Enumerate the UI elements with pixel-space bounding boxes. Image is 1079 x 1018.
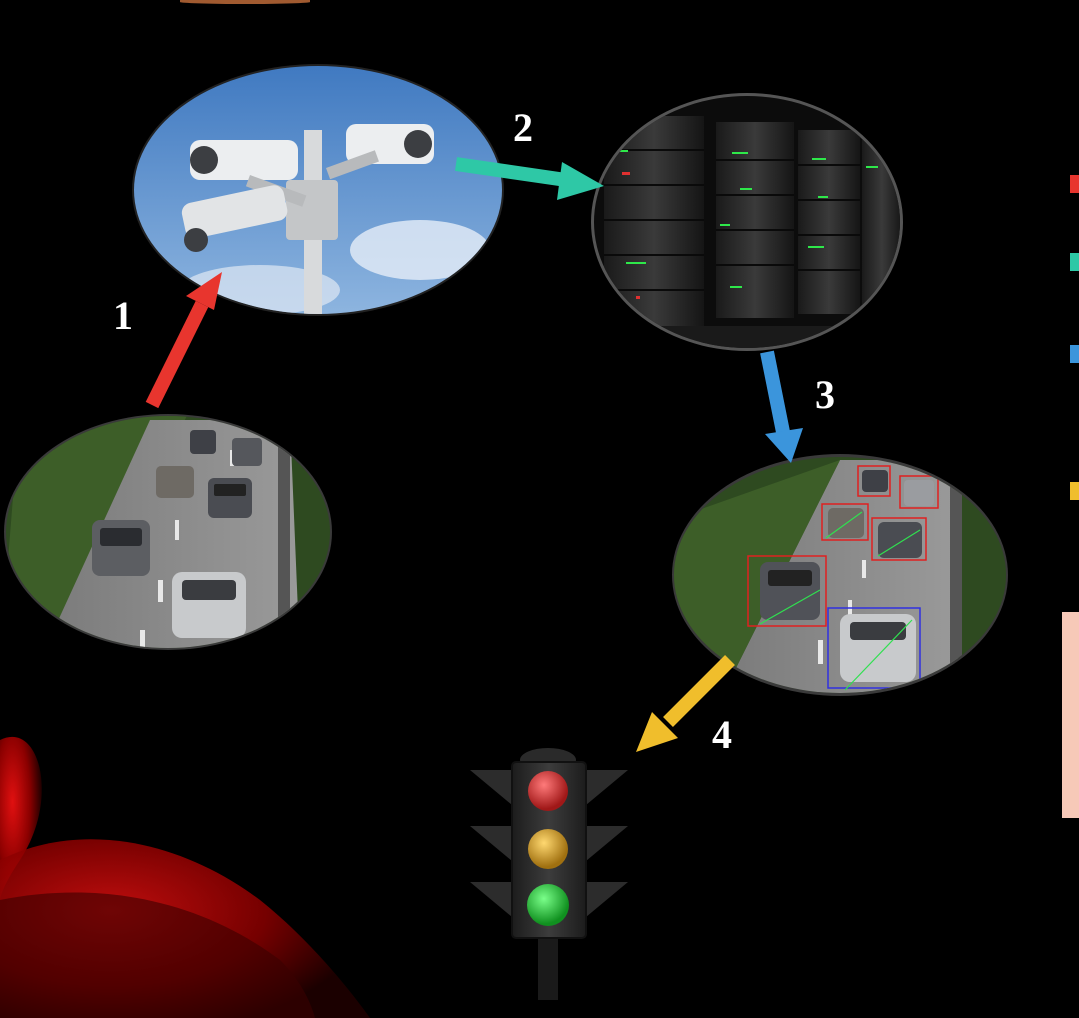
red-ribbon-decoration: [0, 736, 370, 1018]
car-icon: [840, 614, 916, 682]
detection-box: [899, 475, 939, 509]
camera-icon: [181, 185, 288, 252]
legend-swatch-red: [1070, 175, 1079, 193]
cctv-cameras-node: [132, 64, 504, 316]
step-label-3: 3: [815, 372, 835, 417]
detection-box: [827, 607, 921, 689]
server-rack-icon: [716, 122, 794, 318]
arrow-step-3: [760, 350, 803, 463]
camera-icon: [326, 124, 434, 180]
car-icon: [862, 470, 888, 492]
car-icon: [232, 438, 262, 466]
red-light: [528, 771, 568, 811]
green-light: [527, 884, 569, 926]
step-label-4: 4: [712, 712, 732, 757]
car-icon: [172, 572, 246, 638]
legend-swatch-teal: [1070, 253, 1079, 271]
arrow-step-2: [454, 157, 604, 200]
step-arrows: [145, 157, 803, 752]
detection-box: [821, 503, 869, 541]
car-icon: [208, 478, 252, 518]
vehicle-traffic-node: [4, 414, 332, 650]
top-decoration: [180, 0, 310, 4]
yellow-light: [528, 829, 568, 869]
step-label-2: 2: [513, 105, 533, 150]
car-icon: [904, 480, 934, 506]
legend-swatch-blue: [1070, 345, 1079, 363]
detection-box: [747, 555, 827, 627]
detection-box: [857, 465, 891, 497]
traffic-light-node: [470, 748, 628, 1000]
car-icon: [92, 520, 150, 576]
side-panel: [1062, 612, 1079, 818]
server-rack-icon: [798, 130, 860, 314]
step-label-1: 1: [113, 293, 133, 338]
car-icon: [190, 430, 216, 454]
vehicle-detection-node: [672, 454, 1008, 696]
legend-swatch-yellow: [1070, 482, 1079, 500]
detection-box: [871, 517, 927, 561]
car-icon: [156, 466, 194, 498]
server-racks-node: [591, 93, 903, 351]
arrow-step-4: [636, 655, 735, 752]
camera-icon: [190, 140, 307, 207]
arrow-step-1: [145, 272, 222, 409]
car-icon: [760, 562, 820, 620]
